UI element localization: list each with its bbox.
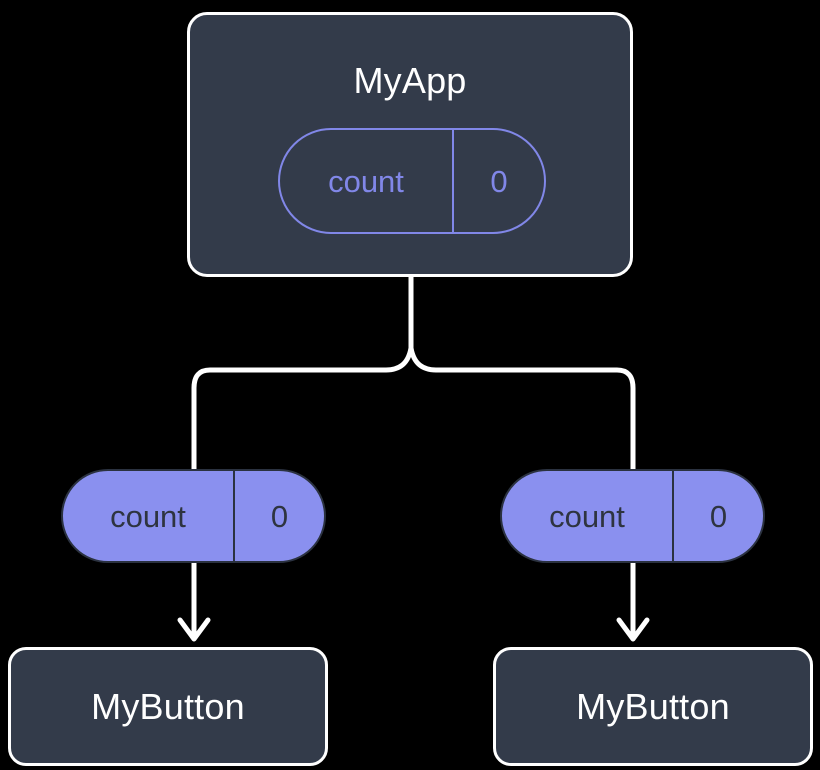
state-value: 0	[490, 163, 508, 199]
edge-fork-right	[408, 345, 636, 472]
arrowhead-right	[616, 617, 650, 642]
state-value: 0	[709, 498, 728, 534]
component-title: MyApp	[353, 60, 467, 101]
state-value: 0	[270, 498, 289, 534]
edge-fork-left	[191, 345, 414, 472]
arrowhead-left	[177, 617, 211, 642]
state-key: count	[280, 130, 454, 232]
component-node-mybutton-left[interactable]: MyButton	[8, 647, 328, 766]
state-pill-child-right[interactable]: count 0	[500, 469, 765, 563]
component-title: MyButton	[576, 685, 730, 727]
state-key: count	[502, 471, 674, 561]
component-title: MyButton	[91, 685, 245, 727]
state-pill-root[interactable]: count 0	[278, 128, 546, 234]
state-pill-child-left[interactable]: count 0	[61, 469, 326, 563]
state-key: count	[63, 471, 235, 561]
component-node-mybutton-right[interactable]: MyButton	[493, 647, 813, 766]
